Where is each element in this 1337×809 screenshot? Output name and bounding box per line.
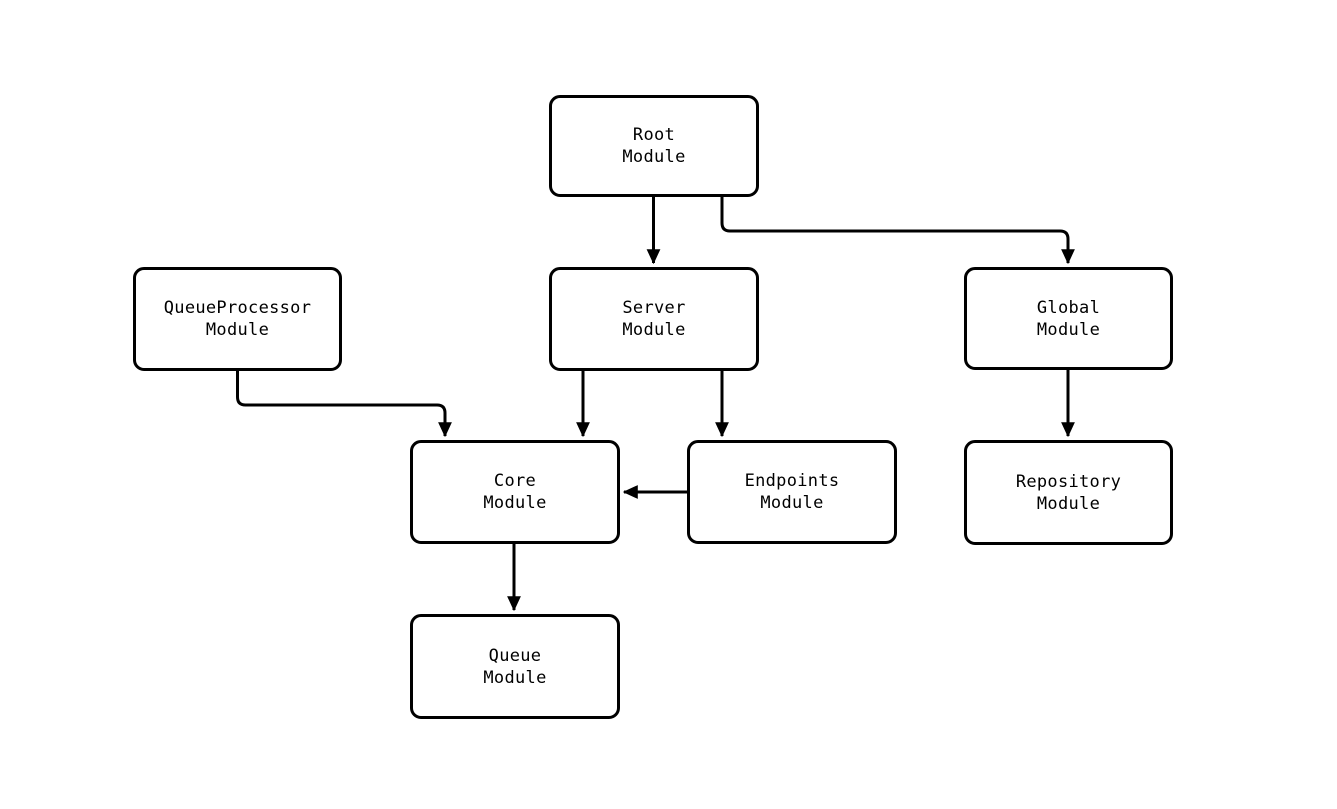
node-label-line1: Repository (1015, 471, 1122, 492)
node-label-line2: Module (622, 147, 686, 167)
node-label-line1: Core (493, 471, 537, 491)
node-label-line2: Module (1036, 493, 1101, 514)
node-label-line2: Module (622, 320, 686, 340)
node-label-line2: Module (483, 667, 547, 688)
node-queue-module[interactable]: Queue Module (410, 614, 620, 719)
node-global-module[interactable]: Global Module (964, 267, 1173, 370)
node-repository-module[interactable]: Repository Module (964, 440, 1173, 545)
node-label-line2: Module (760, 493, 824, 513)
node-root-module[interactable]: Root Module (549, 95, 759, 197)
node-endpoints-module[interactable]: Endpoints Module (687, 440, 897, 544)
node-queueprocessor-module[interactable]: QueueProcessor Module (133, 267, 342, 371)
node-label-line2: Module (205, 320, 270, 340)
node-server-module[interactable]: Server Module (549, 267, 759, 371)
node-label-line1: Queue (488, 645, 542, 666)
node-label-line1: Root (632, 125, 676, 145)
node-label-line1: QueueProcessor (163, 298, 312, 318)
node-label-line1: Server (622, 298, 686, 318)
node-label-line2: Module (1036, 319, 1101, 340)
node-label-line1: Global (1036, 297, 1101, 318)
node-core-module[interactable]: Core Module (410, 440, 620, 544)
edge-root-to-global (720, 197, 1075, 265)
edge-queueprocessor-to-core (236, 371, 452, 438)
node-label-line1: Endpoints (744, 471, 840, 491)
node-label-line2: Module (483, 493, 547, 513)
